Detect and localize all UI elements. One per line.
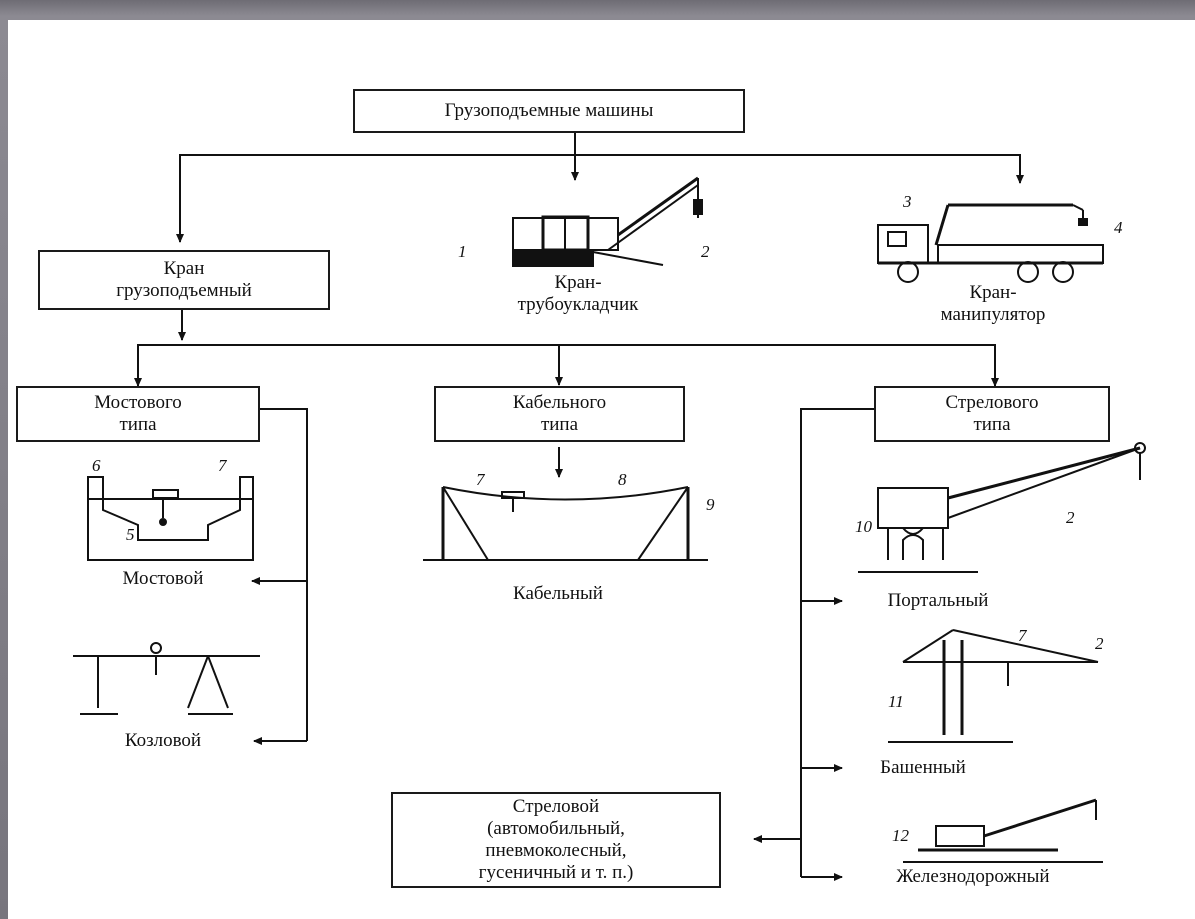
callout-2-tower: 2	[1095, 634, 1104, 653]
cable-crane-icon	[423, 486, 708, 561]
callout-7-cable: 7	[476, 470, 485, 489]
pipelayer-label: Кран- трубоукладчик	[517, 272, 639, 315]
railway-crane-label: Железнодорожный	[896, 866, 1050, 887]
callout-7-tower: 7	[1018, 626, 1027, 645]
callout-1: 1	[458, 242, 467, 261]
manipulator-label: Кран- манипулятор	[940, 282, 1046, 325]
cable-crane-label: Кабельный	[513, 583, 603, 604]
crane-lifting-box: Кран грузоподъемный	[38, 250, 330, 310]
portal-crane-label: Портальный	[887, 590, 989, 611]
callout-3: 3	[903, 192, 912, 211]
callout-4: 4	[1114, 218, 1123, 237]
bridge-crane-label: Мостовой	[122, 568, 204, 589]
callout-12: 12	[892, 826, 909, 845]
callout-11: 11	[888, 692, 904, 711]
pipelayer-crane-icon	[512, 176, 703, 267]
mobile-boom-box: Стреловой (автомобильный, пневмоколесный…	[391, 792, 721, 888]
cable-type-box: Кабельного типа	[434, 386, 685, 442]
bridge-type-box: Мостового типа	[16, 386, 260, 442]
gantry-crane-icon	[73, 642, 260, 715]
tower-crane-icon	[888, 629, 1099, 743]
callout-9: 9	[706, 495, 715, 514]
railway-crane-icon	[903, 798, 1103, 863]
gantry-crane-label: Козловой	[124, 730, 202, 751]
diagram-page: Грузоподъемные машины Кран грузоподъемны…	[8, 20, 1195, 919]
callout-10: 10	[855, 517, 872, 536]
tower-crane-label: Башенный	[880, 757, 966, 778]
connector-lines	[73, 133, 1146, 881]
callout-2-portal: 2	[1066, 508, 1075, 527]
bridge-crane-icon	[87, 476, 254, 561]
portal-crane-icon	[858, 442, 1146, 573]
boom-type-box: Стрелового типа	[874, 386, 1110, 442]
callout-5: 5	[126, 525, 135, 544]
root-box: Грузоподъемные машины	[353, 89, 745, 133]
callout-7-bridge: 7	[218, 456, 227, 475]
manipulator-truck-icon	[877, 203, 1104, 283]
callout-6: 6	[92, 456, 101, 475]
callout-8: 8	[618, 470, 627, 489]
callout-2: 2	[701, 242, 710, 261]
